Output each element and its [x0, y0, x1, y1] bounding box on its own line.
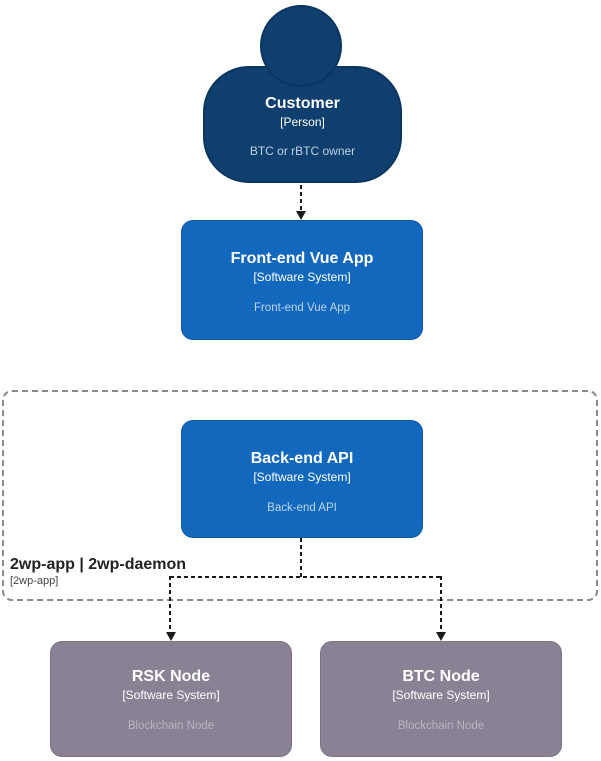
btc-node: BTC Node [Software System] Blockchain No… [320, 641, 562, 757]
arrowhead-down-icon [296, 211, 306, 220]
node-title: BTC Node [402, 668, 480, 685]
node-title: Back-end API [250, 450, 354, 467]
node-title: Front-end Vue App [230, 250, 374, 267]
boundary-label: 2wp-app | 2wp-daemon [2wp-app] [10, 556, 186, 588]
edge-backend-to-rsk [169, 576, 171, 632]
arrowhead-down-icon [436, 632, 446, 641]
frontend-vue-app-node: Front-end Vue App [Software System] Fron… [181, 220, 423, 340]
node-title: Customer [265, 95, 340, 112]
node-type: [Software System] [253, 270, 351, 284]
node-description: BTC or rBTC owner [249, 144, 356, 158]
edge-backend-split [170, 576, 442, 578]
node-description: Blockchain Node [127, 720, 215, 732]
node-type: [Person] [280, 115, 325, 129]
edge-customer-to-frontend [300, 185, 302, 212]
boundary-title: 2wp-app | 2wp-daemon [10, 556, 187, 573]
node-type: [Software System] [392, 688, 490, 702]
boundary-subtitle: [2wp-app] [10, 575, 59, 587]
arrowhead-down-icon [166, 632, 176, 641]
edge-backend-to-btc [440, 576, 442, 632]
backend-api-node: Back-end API [Software System] Back-end … [181, 420, 423, 538]
node-description: Back-end API [267, 502, 337, 514]
boundary-2wp-app [2, 390, 598, 601]
person-head-icon [260, 5, 342, 87]
rsk-node: RSK Node [Software System] Blockchain No… [50, 641, 292, 757]
node-title: RSK Node [131, 668, 211, 685]
node-type: [Software System] [122, 688, 220, 702]
edge-backend-stem [300, 538, 302, 577]
node-description: Blockchain Node [397, 720, 485, 732]
node-description: Front-end Vue App [253, 302, 351, 314]
node-type: [Software System] [253, 470, 351, 484]
